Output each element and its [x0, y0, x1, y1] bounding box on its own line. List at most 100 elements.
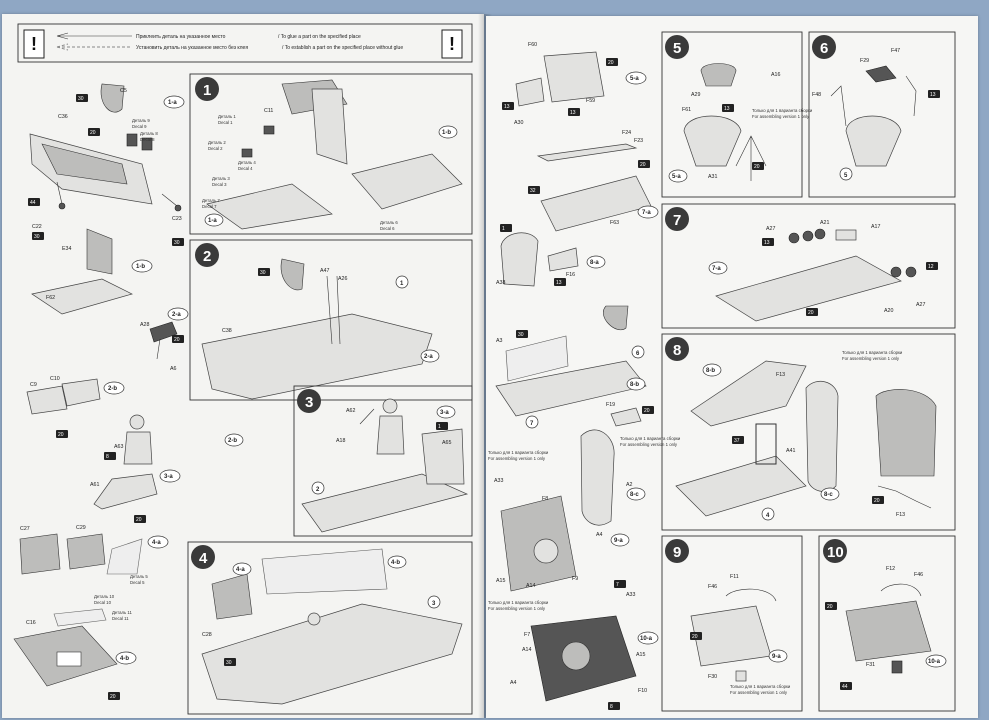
- label-C22: C22: [32, 224, 42, 230]
- step-3-panel: 3 A62 A18 A65 3-a 2: [293, 385, 473, 537]
- tag-4b: 4-b: [120, 656, 129, 662]
- decal5-ru: Деталь 5: [130, 574, 148, 579]
- subassembly-8b: A3 7 6 8-b: [495, 305, 647, 429]
- label-A20: A20: [884, 308, 893, 314]
- label-A28: A28: [140, 322, 149, 328]
- note-v1-en-5: For assembling version 1 only: [752, 114, 810, 119]
- label-F47: F47: [891, 48, 900, 54]
- tag-5a-step5: 5-a: [672, 174, 681, 180]
- step-5-panel: 5 A29 F61 A16 A31 Только для 1 варианта …: [661, 31, 813, 198]
- decal11-ru: Деталь 11: [112, 610, 132, 615]
- label-C10: C10: [50, 376, 60, 382]
- decal9-ru: Деталь 9: [132, 118, 150, 123]
- label-C29: C29: [76, 525, 86, 531]
- label-A6: A6: [170, 366, 177, 372]
- label-F63: F63: [610, 220, 619, 226]
- paint-marker: 13: [570, 110, 576, 116]
- label-A61: A61: [90, 482, 99, 488]
- decal5-en: Decal 5: [130, 580, 145, 585]
- tag-8a: 8-a: [590, 260, 599, 266]
- paint-marker: 30: [518, 332, 524, 338]
- note-v1-ru-10a: Только для 1 варианта сборки: [488, 600, 549, 605]
- paint-marker: 37: [734, 438, 740, 444]
- label-E34: E34: [62, 246, 71, 252]
- label-F24: F24: [622, 130, 631, 136]
- label-F23: F23: [634, 138, 643, 144]
- tag-7a: 7-a: [642, 210, 651, 216]
- label-F19: F19: [606, 402, 615, 408]
- tag-2-step3: 2: [316, 487, 320, 493]
- label-A26: A26: [338, 276, 347, 282]
- note-v1-en-9: For assembling version 1 only: [730, 690, 788, 695]
- note-v1-en-8c: For assembling version 1 only: [620, 442, 678, 447]
- label-C11: C11: [264, 108, 273, 114]
- decal11-en: Decal 11: [112, 616, 129, 621]
- tag-9a: 9-a: [614, 538, 623, 544]
- tag-10a: 10-a: [640, 636, 653, 642]
- decal10-ru: Деталь 10: [94, 594, 115, 599]
- step-3-number: 3: [305, 394, 313, 411]
- legend-glue-ru: Приклеить деталь на указанное место: [136, 34, 226, 40]
- label-A14: A14: [526, 583, 535, 589]
- label-F13b: F13: [896, 512, 905, 518]
- step-4-number: 4: [199, 550, 208, 567]
- label-C27: C27: [20, 526, 30, 532]
- step-7-number: 7: [673, 212, 681, 229]
- step-8-panel: 8 F13 A41 F13 Только для 1 варианта сбор…: [661, 333, 956, 531]
- paint-marker: 8: [610, 704, 613, 710]
- tag-1b-step1: 1-b: [442, 130, 451, 136]
- legend-warning-left: !: [31, 34, 37, 54]
- step-6-panel: 6 F29 F47 F48 5: [808, 31, 956, 198]
- tag-10a-step10: 10-a: [928, 659, 941, 665]
- left-page-drawing: ! ! Приклеить деталь на указанное место …: [13, 23, 473, 715]
- paint-marker: 20: [874, 498, 880, 504]
- subassembly-8c: F19 A2 Только для 1 варианта сборки For …: [580, 402, 681, 526]
- note-v1-ru-8: Только для 1 варианта сборки: [842, 350, 903, 355]
- paint-markers-left: 30 20 44 30 30 20 20 8 20 20 30 30 1: [28, 94, 448, 700]
- paint-markers-right: 13 13 20 32 20 1 13 30 20 7 8 13 20 13 1…: [500, 58, 940, 710]
- label-A41: A41: [786, 448, 795, 454]
- decal3-en: Decal 3: [212, 182, 227, 187]
- paint-marker: 20: [110, 694, 116, 700]
- tag-3-step4: 3: [432, 601, 436, 607]
- tag-4a-step4: 4-a: [236, 567, 245, 573]
- label-A18: A18: [336, 438, 345, 444]
- legend-glue-en: / To glue a part on the specified place: [278, 34, 361, 40]
- note-v1-en-9a: For assembling version 1 only: [488, 456, 546, 461]
- paint-marker: 20: [90, 130, 96, 136]
- tag-4a: 4-a: [152, 540, 161, 546]
- paint-marker: 7: [616, 582, 619, 588]
- subassembly-10a: Только для 1 варианта сборки For assembl…: [488, 592, 659, 702]
- paint-marker: 20: [136, 517, 142, 523]
- label-A15b: A15: [636, 652, 645, 658]
- step-8-number: 8: [673, 342, 681, 359]
- paint-marker: 20: [608, 60, 614, 66]
- decal4-en: Decal 4: [238, 166, 253, 171]
- tag-3a: 3-a: [164, 474, 173, 480]
- label-F60: F60: [528, 42, 537, 48]
- note-v1-en-8: For assembling version 1 only: [842, 356, 900, 361]
- step-1-panel: 1 C11 Деталь 1 Decal 1 Деталь 2 Decal 2 …: [189, 73, 473, 235]
- paint-marker: 20: [692, 634, 698, 640]
- tag-8c-step8: 8-c: [824, 492, 833, 498]
- paint-marker: 30: [174, 240, 180, 246]
- label-A65: A65: [442, 440, 451, 446]
- label-A15: A15: [496, 578, 505, 584]
- tag-3a-step3: 3-a: [440, 410, 449, 416]
- label-C36: C36: [58, 114, 68, 120]
- tag-5-step6: 5: [844, 173, 848, 179]
- label-F16: F16: [566, 272, 575, 278]
- step-7-panel: 7 A27 A21 A17 A20 A27 7-a: [661, 203, 956, 329]
- label-A33: A33: [494, 478, 503, 484]
- subassembly-2a: A28 A6 2-a: [140, 307, 189, 372]
- label-A38: A38: [496, 280, 505, 286]
- decal4-ru: Деталь 4: [238, 160, 256, 165]
- step-5-number: 5: [673, 40, 681, 57]
- label-F13: F13: [776, 372, 785, 378]
- step-10-panel: 10 F12 F46 F31 10-a: [818, 535, 956, 712]
- legend-box: ! ! Приклеить деталь на указанное место …: [17, 23, 473, 63]
- label-F61: F61: [682, 107, 691, 113]
- label-A16: A16: [771, 72, 780, 78]
- paint-marker: 1: [502, 226, 505, 232]
- tag-8b: 8-b: [630, 382, 639, 388]
